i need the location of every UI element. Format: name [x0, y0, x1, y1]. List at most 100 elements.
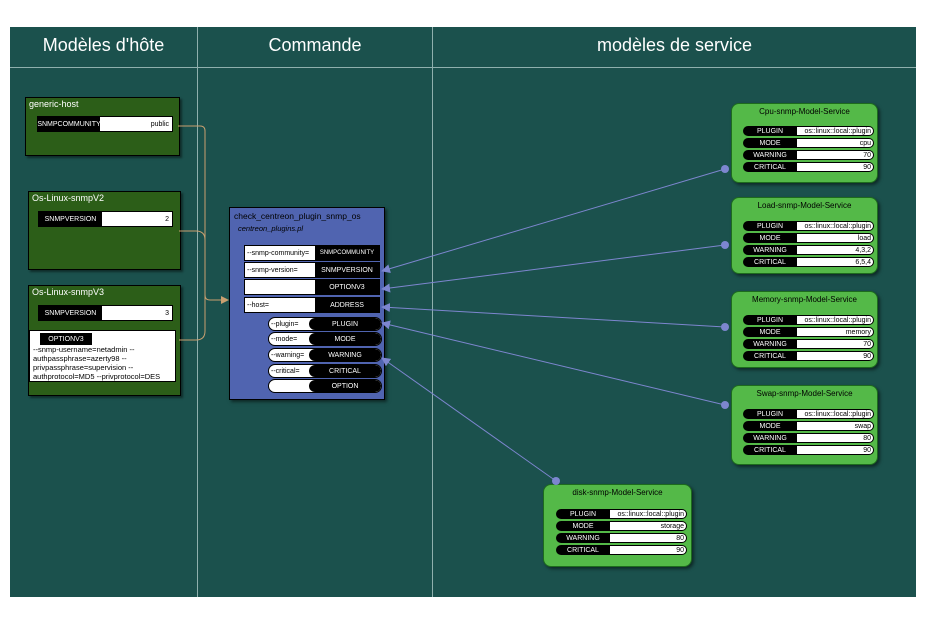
service-macro-key: PLUGIN: [743, 126, 797, 136]
command-arg-value: ADDRESS: [315, 298, 379, 312]
service-macro-value: load: [797, 233, 874, 243]
column-header-service-templates: modèles de service: [596, 35, 753, 55]
command-arg-row: --snmp-community= SNMPCOMMUNITY: [244, 245, 380, 261]
service-macro-key: WARNING: [743, 339, 797, 349]
service-macro-key: PLUGIN: [556, 509, 610, 519]
service-template-title: Load-snmp-Model-Service: [757, 201, 852, 210]
service-macro-value: 90: [797, 351, 874, 361]
command-param-row: --warning= WARNING: [268, 348, 382, 362]
host-option-value: --snmp-username=netadmin --authpassphras…: [33, 345, 161, 381]
command-arg-value: SNMPCOMMUNITY: [315, 246, 379, 260]
command-param-value: MODE: [309, 333, 381, 345]
command-arg-row: --snmp-version= SNMPVERSION: [244, 262, 380, 278]
host-macro-row: SNMPVERSION 2: [38, 211, 173, 227]
service-template-title: Memory-snmp-Model-Service: [752, 295, 857, 304]
command-param-key: [269, 380, 309, 392]
command-arg-key: --snmp-version=: [245, 263, 315, 277]
host-macro-value: public: [100, 117, 172, 131]
host-macro-row: SNMPVERSION 3: [38, 305, 173, 321]
host-template-os-linux-snmpv2[interactable]: Os-Linux-snmpV2 SNMPVERSION 2: [28, 191, 181, 270]
service-macro-key: PLUGIN: [743, 221, 797, 231]
command-param-key: --mode=: [271, 335, 298, 343]
host-macro-key: SNMPVERSION: [39, 306, 102, 320]
host-template-generic-host[interactable]: generic-host SNMPCOMMUNITY public: [25, 97, 180, 156]
command-param-value: WARNING: [309, 349, 381, 361]
service-macro-value: os::linux::local::plugin: [797, 315, 874, 325]
command-name: check_centreon_plugin_snmp_os: [234, 211, 361, 221]
service-macro-value: memory: [797, 327, 874, 337]
service-macro-key: WARNING: [556, 533, 610, 543]
host-template-title: generic-host: [29, 99, 79, 109]
command-param-row: --plugin= PLUGIN: [268, 317, 382, 331]
service-macro-key: CRITICAL: [556, 545, 610, 555]
host-template-os-linux-snmpv3[interactable]: Os-Linux-snmpV3 SNMPVERSION 3 OPTIONV3 -…: [28, 285, 181, 396]
service-macro-value: os::linux::local::plugin: [797, 409, 874, 419]
service-macro-value: os::linux::local::plugin: [610, 509, 687, 519]
service-macro-key: WARNING: [743, 245, 797, 255]
command-arg-key: [245, 280, 315, 294]
host-template-title: Os-Linux-snmpV3: [32, 287, 105, 297]
service-macro-key: MODE: [743, 421, 797, 431]
command-param-row: OPTION: [268, 379, 382, 393]
command-param-value: CRITICAL: [309, 365, 381, 377]
command-param-key: --critical=: [271, 367, 300, 375]
column-header-host-templates: Modèles d'hôte: [42, 35, 165, 55]
service-macro-key: PLUGIN: [743, 315, 797, 325]
service-macro-key: CRITICAL: [743, 351, 797, 361]
service-macro-value: os::linux::local::plugin: [797, 221, 874, 231]
service-macro-value: 90: [797, 445, 874, 455]
header-divider: [10, 67, 916, 68]
service-macro-key: CRITICAL: [743, 257, 797, 267]
service-macro-value: storage: [610, 521, 687, 531]
service-macro-value: 4,3,2: [797, 245, 874, 255]
command-arg-row: OPTIONV3: [244, 279, 380, 295]
command-arg-key: --host=: [245, 298, 315, 312]
host-macro-key: SNMPVERSION: [39, 212, 102, 226]
service-macro-value: 80: [797, 433, 874, 443]
command-param-value: PLUGIN: [309, 318, 381, 330]
command-arg-value: OPTIONV3: [315, 280, 379, 294]
column-header-command: Commande: [268, 35, 362, 55]
command-arg-value: SNMPVERSION: [315, 263, 379, 277]
column-divider-1: [197, 27, 198, 597]
service-macro-value: os::linux::local::plugin: [797, 126, 874, 136]
service-macro-value: 90: [797, 162, 874, 172]
service-template-title: Swap-snmp-Model-Service: [756, 389, 853, 398]
command-param-row: --mode= MODE: [268, 332, 382, 346]
service-template-title: Cpu-snmp-Model-Service: [759, 107, 850, 116]
service-macro-key: MODE: [743, 233, 797, 243]
command-param-key: --warning=: [271, 351, 305, 359]
service-macro-key: MODE: [556, 521, 610, 531]
host-macro-value: 2: [102, 212, 172, 226]
host-macro-key: SNMPCOMMUNITY: [37, 117, 101, 131]
host-macro-value: 3: [102, 306, 172, 320]
service-macro-value: 80: [610, 533, 687, 543]
command-param-value: OPTION: [309, 380, 381, 392]
service-macro-key: MODE: [743, 138, 797, 148]
command-file: centreon_plugins.pl: [238, 224, 304, 233]
service-macro-value: cpu: [797, 138, 874, 148]
service-template-title: disk-snmp-Model-Service: [572, 488, 663, 497]
service-macro-value: 70: [797, 150, 874, 160]
